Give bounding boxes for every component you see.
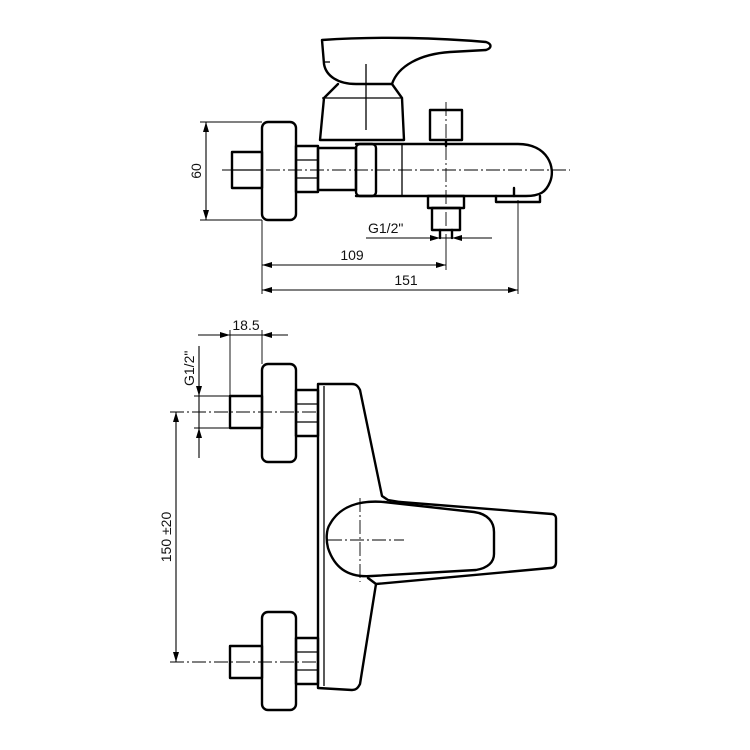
front-body	[316, 382, 402, 692]
outlet-thread-label: G1/2"	[368, 220, 403, 236]
dimension-109-label: 109	[340, 247, 364, 263]
dimension-inlet-thread: G1/2"	[181, 346, 230, 458]
side-wall-connector	[230, 120, 358, 222]
side-view: 60 G1/2" 109 151	[188, 36, 570, 294]
front-upper-connector	[228, 362, 320, 464]
dimension-18-5-label: 18.5	[232, 317, 259, 333]
dimension-outlet-thread: G1/2"	[366, 220, 492, 241]
dimension-151: 151	[262, 200, 519, 294]
front-lever-handle	[325, 500, 558, 586]
front-view: 18.5 G1/2" 150 ±20	[158, 317, 558, 712]
side-lever-handle	[320, 36, 492, 130]
dimension-18-5: 18.5	[198, 317, 288, 396]
dimension-60: 60	[188, 121, 262, 221]
dimension-151-label: 151	[394, 272, 418, 288]
front-lower-connector	[228, 610, 320, 712]
dimension-60-label: 60	[188, 163, 204, 179]
dimension-150: 150 ±20	[158, 412, 179, 662]
inlet-thread-label: G1/2"	[181, 351, 197, 386]
dimension-150-label: 150 ±20	[158, 512, 174, 563]
spout	[354, 142, 554, 204]
dimension-109: 109	[261, 220, 447, 294]
side-cartridge-body	[318, 82, 406, 142]
